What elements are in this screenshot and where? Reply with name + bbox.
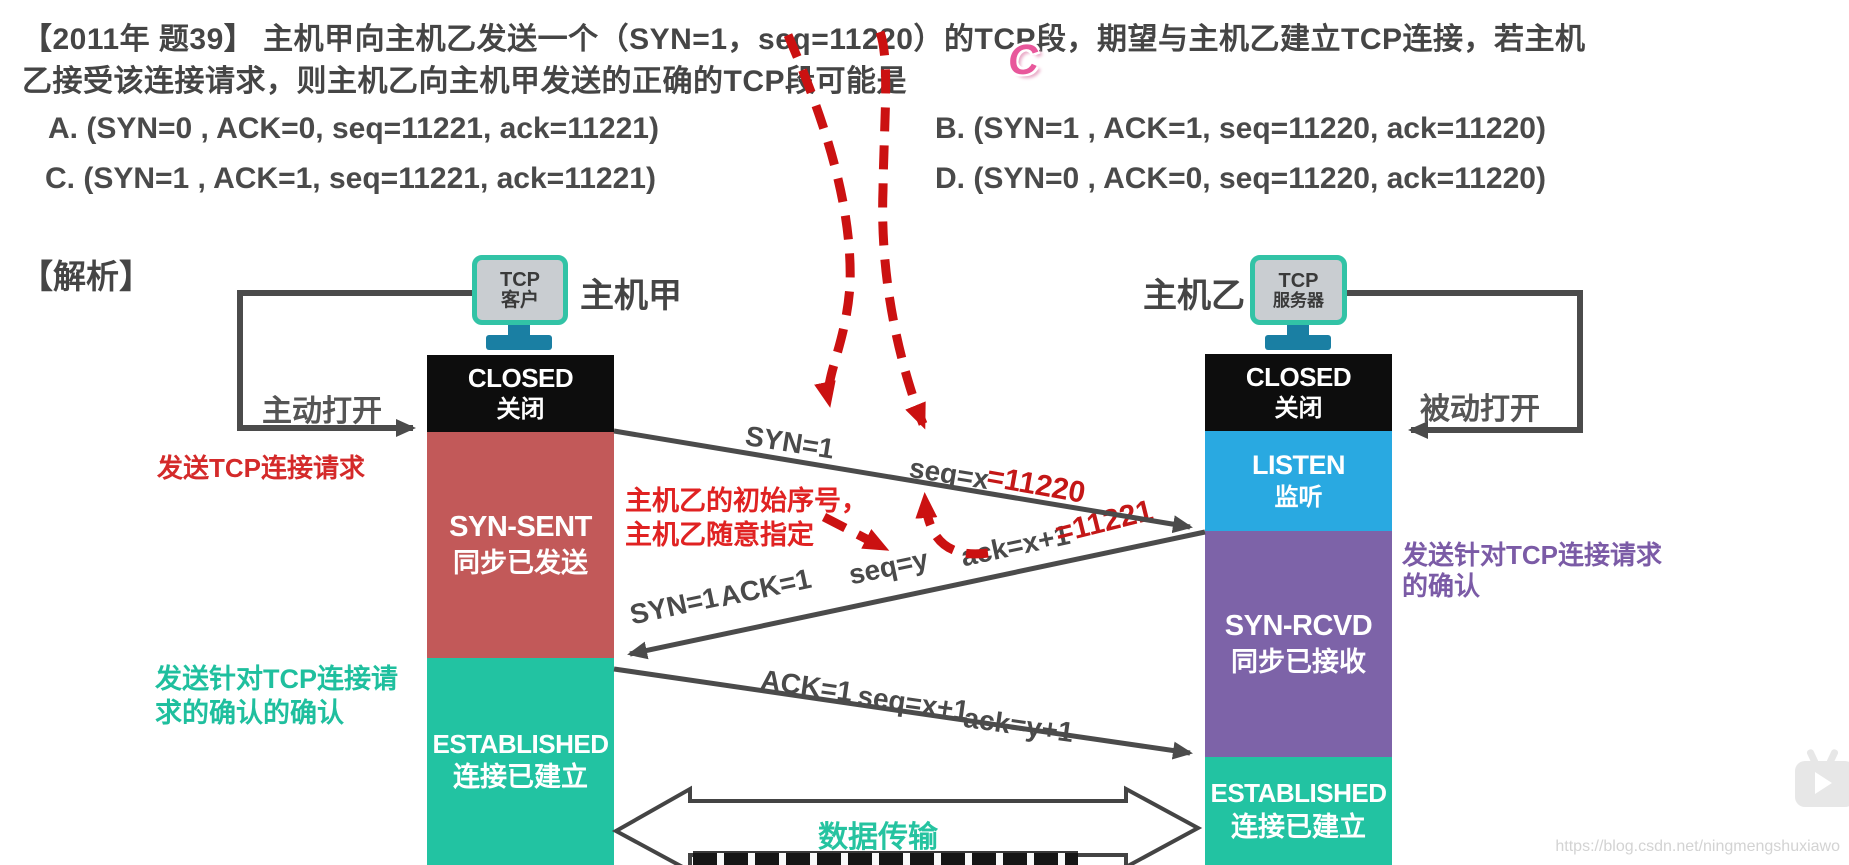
play-icon-ear-left <box>1805 748 1820 766</box>
state-a-closed: CLOSED 关闭 <box>427 355 614 432</box>
state-a-syn-sent: SYN-SENT 同步已发送 <box>427 432 614 658</box>
syn-seq-label: seq=x <box>907 452 992 496</box>
ack-flag-label: ACK=1 <box>758 664 855 708</box>
option-c: C. (SYN=1 , ACK=1, seq=11221, ack=11221) <box>45 162 656 195</box>
option-a: A. (SYN=0 , ACK=0, seq=11221, ack=11221) <box>48 112 659 145</box>
state-b-syn-rcvd-zh: 同步已接收 <box>1231 646 1366 677</box>
state-b-syn-rcvd: SYN-RCVD 同步已接收 <box>1205 531 1392 757</box>
tcp-server-label-line1: TCP <box>1278 269 1319 292</box>
state-a-closed-en: CLOSED <box>467 362 574 393</box>
tcp-client-label-line2: 客户 <box>500 289 539 311</box>
ack-of-ack-note-line2: 求的确认的确认 <box>155 698 344 728</box>
state-b-closed-zh: 关闭 <box>1274 395 1323 423</box>
tcp-server-label-line2: 服务器 <box>1273 290 1324 310</box>
state-b-established-zh: 连接已建立 <box>1231 811 1366 842</box>
ack-ack-label: ack=y+1 <box>961 702 1076 749</box>
ack-note-line2: 的确认 <box>1402 571 1481 601</box>
option-b: B. (SYN=1 , ACK=1, seq=11220, ack=11220) <box>935 112 1546 145</box>
initial-seq-note-line2: 主机乙随意指定 <box>625 520 814 550</box>
tcp-client-computer-icon: TCP 客户 <box>472 255 568 325</box>
send-request-note: 发送TCP连接请求 <box>157 453 366 483</box>
watermark: https://blog.csdn.net/ningmengshuxiawo <box>1555 838 1840 855</box>
state-b-listen: LISTEN 监听 <box>1205 431 1392 531</box>
state-a-established-zh: 连接已建立 <box>453 762 588 793</box>
initial-seq-note-line1: 主机乙的初始序号， <box>625 486 868 516</box>
state-b-listen-en: LISTEN <box>1251 449 1346 480</box>
state-b-established-en: ESTABLISHED <box>1210 778 1387 809</box>
ack-of-ack-note-line1: 发送针对TCP连接请 <box>155 664 398 694</box>
state-b-listen-zh: 监听 <box>1274 484 1323 512</box>
state-a-syn-sent-en: SYN-SENT <box>449 511 592 544</box>
question-title-line2: 乙接受该连接请求，则主机乙向主机甲发送的正确的TCP段可能是 <box>22 65 907 98</box>
syn-flag-label: SYN=1 <box>743 420 837 465</box>
ack-of-ack-note: 发送针对TCP连接请 求的确认的确认 <box>155 662 398 730</box>
question-title-line1: 【2011年 题39】 主机甲向主机乙发送一个（SYN=1，seq=11220）… <box>22 23 1586 56</box>
state-b-closed-en: CLOSED <box>1245 361 1352 392</box>
ack-note: 发送针对TCP连接请求 的确认 <box>1402 540 1662 602</box>
synack-flag2-label: ACK=1 <box>717 562 815 613</box>
state-a-established-en: ESTABLISHED <box>432 728 609 759</box>
play-icon-triangle <box>1815 772 1832 794</box>
host-b-name: 主机乙 <box>1143 277 1245 315</box>
data-transfer-label: 数据传输 <box>818 821 938 854</box>
state-a-closed-zh: 关闭 <box>496 396 545 424</box>
passive-open-label: 被动打开 <box>1420 393 1540 426</box>
synack-flag1-label: SYN=1 <box>627 581 721 631</box>
monitor-stand-base-left <box>486 335 552 350</box>
monitor-stand-base-right <box>1265 335 1331 350</box>
play-icon[interactable] <box>1795 748 1849 807</box>
tcp-server-computer-icon: TCP 服务器 <box>1250 255 1347 325</box>
ack-note-line1: 发送针对TCP连接请求 <box>1402 540 1663 570</box>
state-b-established: ESTABLISHED 连接已建立 <box>1205 757 1392 865</box>
monitor-stand-neck-right <box>1287 325 1309 336</box>
state-b-syn-rcvd-en: SYN-RCVD <box>1224 610 1373 643</box>
ack-seq-label: seq=x+1 <box>855 680 972 727</box>
syn-seq-value: =11220 <box>984 460 1088 510</box>
monitor-stand-neck-left <box>508 325 530 336</box>
analysis-label: 【解析】 <box>20 258 152 295</box>
clipped-caption-bar <box>693 851 1078 865</box>
play-icon-ear-right <box>1825 748 1840 766</box>
state-a-established: ESTABLISHED 连接已建立 <box>427 658 614 865</box>
option-d: D. (SYN=0 , ACK=0, seq=11220, ack=11220) <box>935 162 1546 195</box>
state-b-closed: CLOSED 关闭 <box>1205 354 1392 431</box>
state-a-syn-sent-zh: 同步已发送 <box>453 547 588 578</box>
active-open-label: 主动打开 <box>262 395 382 428</box>
tcp-client-label-line1: TCP <box>500 268 540 291</box>
initial-seq-note: 主机乙的初始序号， 主机乙随意指定 <box>625 484 868 552</box>
host-a-name: 主机甲 <box>580 277 682 315</box>
answer-mark: C <box>1006 35 1040 85</box>
